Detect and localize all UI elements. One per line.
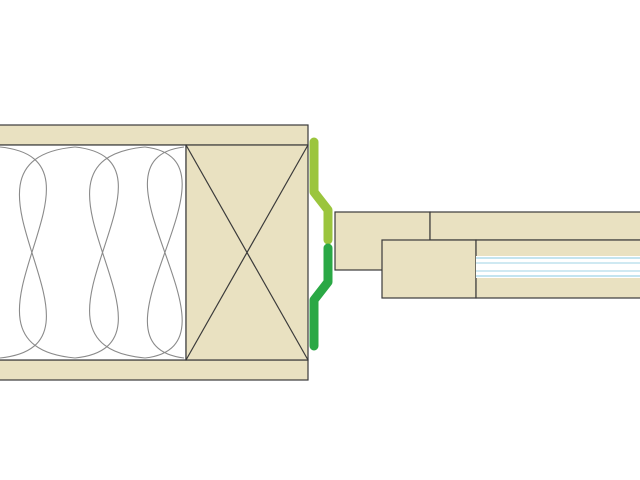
window-sash-lower bbox=[381, 239, 477, 299]
wall-bottom-board bbox=[0, 359, 309, 381]
wall-top-board bbox=[0, 124, 309, 146]
insulation-curve-2 bbox=[0, 146, 76, 359]
stud-cross-line-2 bbox=[185, 144, 309, 361]
window-glass bbox=[476, 256, 640, 278]
insulation-cavity bbox=[0, 144, 187, 361]
insulation-curve-4 bbox=[74, 146, 146, 359]
lower-seal-tape bbox=[309, 243, 333, 351]
window-frame-top-rail bbox=[429, 211, 640, 241]
upper-seal-tape bbox=[309, 137, 333, 245]
insulation-batts bbox=[0, 146, 185, 359]
insulation-curve-6 bbox=[144, 146, 185, 359]
